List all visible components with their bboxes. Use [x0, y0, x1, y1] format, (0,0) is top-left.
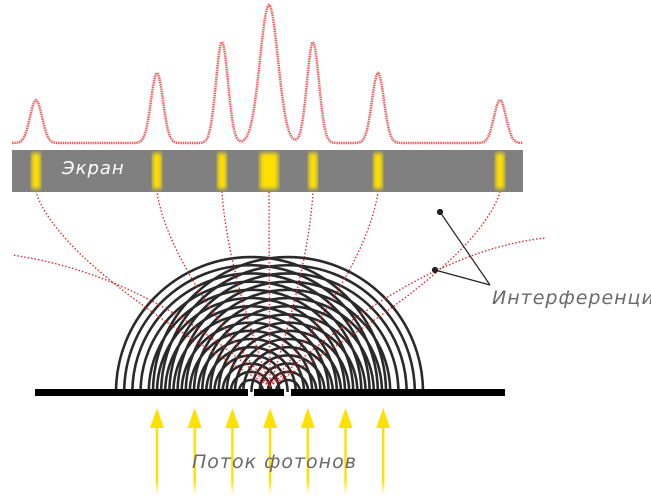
wave-arc — [225, 329, 351, 393]
wave-arc — [200, 304, 376, 393]
wave-arc — [217, 321, 359, 393]
arrow-shaft — [231, 425, 234, 495]
wave-arc — [139, 280, 363, 393]
wave-arc — [131, 272, 371, 393]
arrow-shaft — [268, 425, 272, 495]
ray — [268, 191, 271, 387]
photon-stream-label: Поток фотонов — [192, 451, 357, 473]
arrow-shaft — [155, 425, 159, 495]
wave-arc — [233, 337, 343, 393]
wave-arc — [196, 337, 306, 393]
bright-band — [495, 153, 505, 189]
arrow-head-icon — [300, 408, 315, 428]
bright-band — [217, 153, 227, 189]
arrow-shaft — [344, 425, 347, 495]
photon-arrows — [150, 408, 391, 495]
wave-arc — [168, 272, 408, 393]
slit-barrier — [35, 389, 505, 396]
interference-label: Интерференция — [492, 287, 651, 309]
wave-arc — [176, 280, 400, 393]
wave-arc — [151, 255, 425, 393]
arrow-head-icon — [225, 408, 240, 428]
ray — [269, 237, 546, 387]
interference-rays — [11, 191, 546, 387]
ray — [35, 191, 271, 387]
bright-band — [308, 153, 318, 189]
bright-band — [373, 153, 383, 189]
wave-arc — [184, 288, 392, 393]
wave-arc — [266, 370, 310, 393]
arrow-head-icon — [376, 408, 391, 428]
ray — [269, 191, 314, 387]
arrow-shaft — [382, 425, 385, 495]
annotation-pointer — [431, 208, 491, 286]
arrow-head-icon — [338, 408, 353, 428]
wave-arc — [209, 313, 367, 393]
wave-arc — [274, 378, 302, 393]
wave-arc — [192, 296, 384, 393]
wave-arc — [159, 263, 417, 393]
arrow-head-icon — [187, 408, 202, 428]
bright-band — [152, 153, 162, 189]
bright-band — [31, 153, 41, 189]
arrow-shaft — [193, 425, 196, 495]
ray — [269, 191, 501, 387]
wave-fronts — [114, 255, 425, 393]
ray — [156, 191, 271, 387]
wave-arc — [237, 378, 265, 393]
arrow-shaft — [306, 425, 309, 495]
arrow-head-icon — [263, 408, 278, 428]
bright-band — [260, 153, 278, 189]
arrow-head-icon — [150, 408, 164, 428]
intensity-curve — [12, 3, 524, 145]
screen-label: Экран — [62, 158, 125, 179]
interference-bands — [31, 153, 505, 189]
wave-arc — [188, 329, 314, 393]
wave-arc — [122, 263, 380, 393]
